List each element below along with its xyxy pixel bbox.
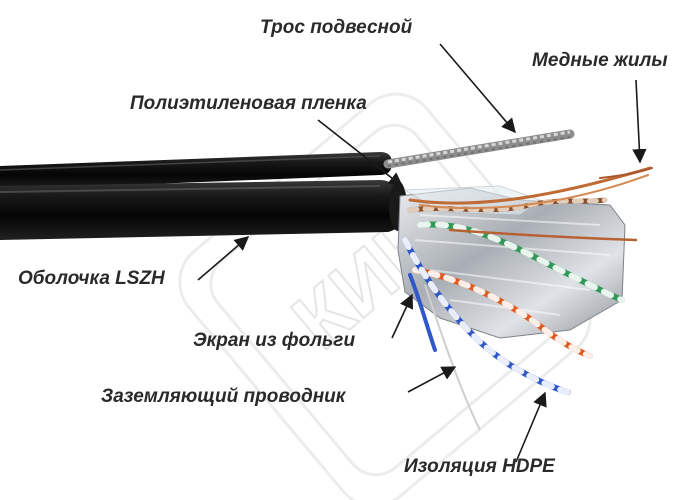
label-drain-wire: Заземляющий проводник bbox=[101, 386, 346, 407]
pointer-copper-cores bbox=[632, 79, 647, 164]
drain-wire bbox=[424, 284, 481, 431]
pointer-messenger-wire bbox=[439, 43, 516, 134]
label-lszh-sheath: Оболочка LSZH bbox=[18, 268, 165, 289]
label-messenger-wire: Трос подвесной bbox=[260, 17, 413, 38]
copper-cores bbox=[408, 166, 653, 242]
pointer-lszh-sheath bbox=[197, 236, 250, 281]
pointer-lines bbox=[197, 43, 647, 463]
pointer-foil-screen bbox=[391, 293, 414, 339]
messenger-wire bbox=[383, 129, 575, 169]
messenger-sheath bbox=[0, 152, 392, 190]
label-copper-cores: Медные жилы bbox=[532, 50, 668, 71]
pointer-drain-wire bbox=[407, 366, 457, 393]
pair-blue-end bbox=[408, 273, 437, 352]
label-hdpe-insulation: Изоляция HDPE bbox=[404, 456, 555, 477]
twisted-pairs bbox=[402, 197, 625, 395]
lszh-sheath bbox=[0, 180, 405, 240]
label-foil-screen: Экран из фольги bbox=[193, 330, 356, 351]
pointer-pe-film bbox=[317, 119, 404, 187]
pointer-hdpe-insulation bbox=[515, 391, 547, 463]
label-pe-film: Полиэтиленовая пленка bbox=[130, 93, 367, 114]
